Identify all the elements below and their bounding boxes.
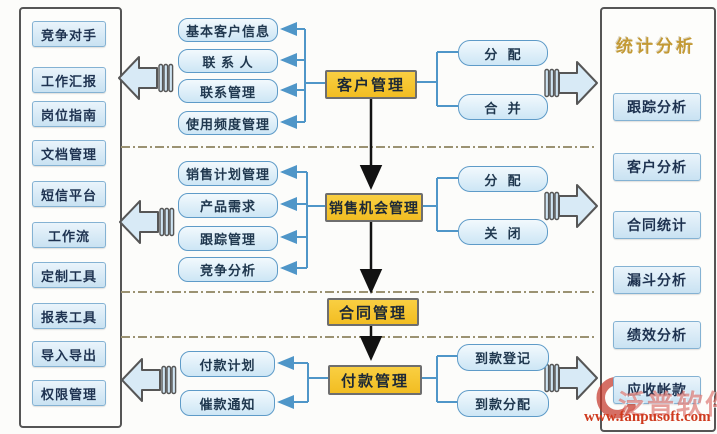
- feature-payment-reminder: 催款通知: [180, 390, 275, 416]
- action-customer-merge: 合 并: [458, 94, 548, 120]
- feature-contacts: 联 系 人: [178, 49, 278, 73]
- stat-item-performance-analysis: 绩效分析: [613, 321, 701, 349]
- sidebar-item-job-guide: 岗位指南: [32, 101, 106, 127]
- feature-sales-plan-management: 销售计划管理: [178, 161, 278, 186]
- action-opportunity-close: 关 闭: [458, 219, 548, 245]
- feature-product-requirements: 产品需求: [178, 193, 278, 218]
- feature-basic-customer-info: 基本客户信息: [178, 18, 278, 42]
- stat-item-accounts-receivable: 应收帐款: [613, 376, 701, 404]
- right-block-arrows: [544, 61, 598, 400]
- feature-usage-frequency-management: 使用频度管理: [178, 111, 278, 135]
- action-opportunity-assign: 分 配: [458, 166, 548, 192]
- feature-contact-management: 联系管理: [178, 79, 278, 103]
- stage-payment-management: 付款管理: [328, 365, 422, 395]
- stage-contract-management: 合同管理: [327, 298, 419, 326]
- stat-item-tracking-analysis: 跟踪分析: [613, 93, 701, 121]
- action-customer-assign: 分 配: [458, 40, 548, 66]
- sidebar-item-custom-tools: 定制工具: [32, 262, 106, 288]
- sidebar-item-workflow: 工作流: [32, 222, 106, 248]
- stat-item-funnel-analysis: 漏斗分析: [613, 266, 701, 294]
- feature-competition-analysis: 竞争分析: [178, 257, 278, 282]
- section-divider-dashes: [121, 146, 597, 338]
- sidebar-item-work-report: 工作汇报: [32, 67, 106, 93]
- sidebar-item-import-export: 导入导出: [32, 341, 106, 367]
- left-block-arrows: [118, 56, 177, 402]
- sidebar-item-document-management: 文档管理: [32, 140, 106, 166]
- stat-item-contract-statistics: 合同统计: [613, 211, 701, 239]
- sidebar-item-report-tools: 报表工具: [32, 303, 106, 329]
- action-payment-registration: 到款登记: [457, 344, 549, 371]
- feature-payment-plan: 付款计划: [180, 351, 275, 377]
- stage-sales-opportunity-management: 销售机会管理: [325, 193, 423, 222]
- feature-tracking-management: 跟踪管理: [178, 226, 278, 251]
- stage-customer-management: 客户管理: [325, 70, 417, 99]
- customer-feature-connectors: [280, 22, 458, 129]
- stat-item-customer-analysis: 客户分析: [613, 153, 701, 181]
- action-payment-allocation: 到款分配: [457, 390, 549, 417]
- statistics-panel-title: 统计分析: [616, 37, 696, 56]
- opportunity-feature-connectors: [280, 165, 458, 275]
- sidebar-item-permission-management: 权限管理: [32, 380, 106, 406]
- sidebar-item-sms-platform: 短信平台: [32, 181, 106, 207]
- sidebar-item-competitors: 竞争对手: [32, 21, 106, 47]
